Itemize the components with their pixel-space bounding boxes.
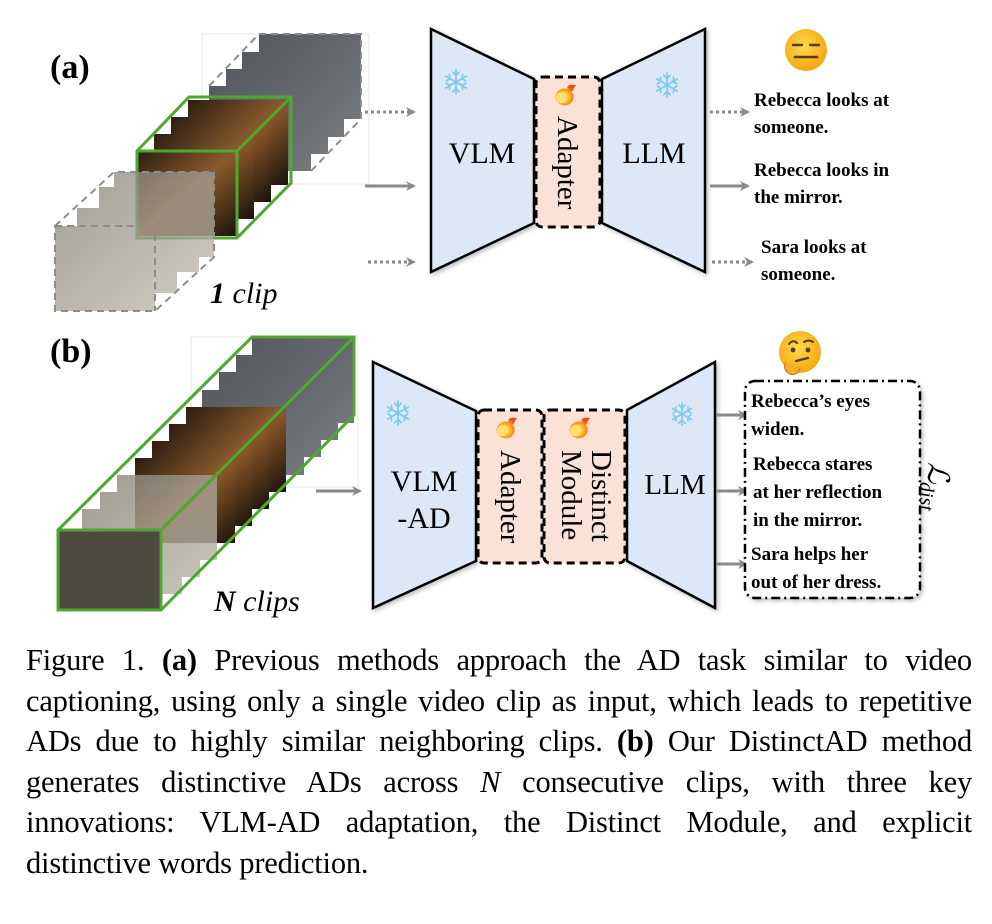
panel-b-outputs: Rebecca’s eyes widen. Rebecca stares at …: [751, 391, 883, 593]
expressionless-face-icon: [785, 29, 827, 71]
vlm-label: VLM: [449, 137, 516, 170]
panel-a-label: (a): [50, 49, 90, 86]
llm-block: [625, 359, 717, 611]
caption-text-b1: Our DistinctAD method generates distinct…: [26, 724, 972, 799]
adapter-label: Adapter: [551, 116, 583, 210]
caption-text-a: Previous methods approach the AD task si…: [26, 643, 972, 758]
adapter-label: Adapter: [494, 450, 526, 544]
clip-unit: clips: [236, 585, 300, 618]
distinct-module-label-line2: Module: [555, 450, 587, 540]
figure-caption: Figure 1. (a) Previous methods approach …: [26, 640, 972, 883]
panel-a-input-label: 1 clip: [210, 277, 278, 310]
vlm-ad-label-line2: -AD: [397, 502, 450, 535]
output-b3-line2: out of her dress.: [751, 572, 881, 593]
panel-b-input-label: N clips: [213, 585, 300, 618]
output-a2-line2: the mirror.: [754, 187, 843, 208]
thinking-face-icon: [779, 331, 821, 375]
clip-unit: clip: [225, 277, 278, 310]
distinct-module-label-line1: Distinct: [585, 450, 617, 542]
output-a1-line2: someone.: [754, 117, 828, 138]
output-a1-line1: Rebecca looks at: [754, 90, 890, 111]
clip-count: 1: [210, 277, 225, 310]
llm-label: LLM: [622, 137, 685, 170]
llm-label: LLM: [644, 469, 705, 501]
output-b2-line3: in the mirror.: [753, 510, 862, 531]
output-b3-line1: Sara helps her: [751, 544, 869, 565]
panel-a-outputs: Rebecca looks at someone. Rebecca looks …: [754, 90, 890, 285]
output-b1-line1: Rebecca’s eyes: [751, 391, 870, 412]
caption-tag-a: (a): [161, 643, 197, 677]
caption-prefix: Figure 1.: [26, 643, 162, 677]
caption-tag-b: (b): [616, 724, 654, 758]
loss-symbol: ℒ: [921, 462, 954, 485]
distinct-loss-label: ℒ dist: [915, 462, 954, 511]
panel-b-clip-stack: [56, 335, 359, 612]
output-a2-line1: Rebecca looks in: [754, 160, 890, 181]
output-a3-line2: someone.: [761, 264, 835, 285]
clip-count: N: [213, 585, 237, 618]
panel-a-clip-stack: [54, 33, 370, 312]
distinct-outputs-box: [743, 379, 922, 600]
adapter-block: [534, 75, 602, 229]
distinct-module-block: [542, 408, 627, 565]
output-b1-line2: widen.: [751, 419, 804, 440]
caption-var-n: N: [480, 764, 501, 799]
panel-b-label: (b): [50, 333, 92, 370]
output-a3-line1: Sara looks at: [761, 237, 867, 258]
llm-block: [600, 27, 707, 274]
figure-diagram: (a) 1 clip VLM Ad: [50, 27, 954, 618]
adapter-block: [476, 408, 544, 565]
caption-text-b2: consecutive clips, with three key innova…: [26, 764, 972, 880]
output-b2-line2: at her reflection: [753, 482, 883, 503]
vlm-ad-label-line1: VLM: [391, 465, 458, 498]
output-b2-line1: Rebecca stares: [753, 454, 872, 475]
loss-subscript: dist: [915, 482, 937, 511]
